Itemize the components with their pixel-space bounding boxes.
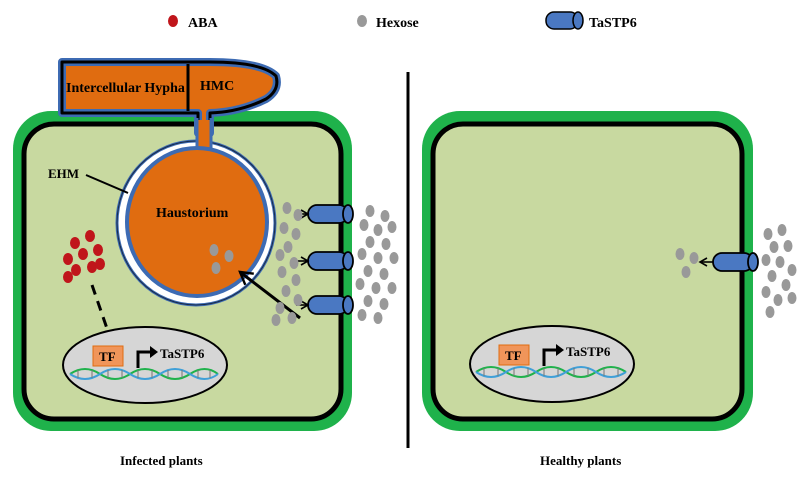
healthy-tf-box — [498, 344, 530, 366]
infected-outer-hexose — [355, 205, 399, 324]
haustorium-body — [125, 146, 269, 298]
healthy-outer-hexose — [761, 224, 797, 318]
healthy-nucleus: TF TaSTP6 — [469, 325, 635, 403]
ehm-label: EHM — [48, 166, 79, 181]
healthy-caption: Healthy plants — [540, 453, 621, 468]
infected-promoter-arrow — [136, 350, 152, 368]
hmc-label: HMC — [200, 79, 234, 94]
legend-hexose-label: Hexose — [376, 16, 419, 31]
healthy-gene-label: TaSTP6 — [566, 344, 611, 359]
legend-aba-label: ABA — [188, 16, 218, 31]
ehm-pointer — [85, 174, 129, 194]
infected-tf-box — [92, 345, 124, 367]
infected-inner-hexose — [271, 202, 303, 326]
healthy-promoter-arrow — [542, 348, 558, 366]
legend-transporter-icon — [545, 11, 584, 30]
aba-cluster — [63, 230, 105, 283]
infected-nucleus: TF TaSTP6 — [62, 326, 228, 404]
infected-transporters — [296, 204, 354, 315]
hypha-label: Intercellular Hypha — [66, 81, 185, 96]
hexose-uptake-arrow — [238, 270, 301, 320]
healthy-transporter — [698, 252, 759, 272]
infected-gene-label: TaSTP6 — [160, 346, 205, 361]
haustorium-label: Haustorium — [156, 206, 229, 221]
fungal-hypha-group: Intercellular Hypha HMC — [58, 58, 281, 137]
infected-caption: Infected plants — [120, 453, 203, 468]
legend-transporter-label: TaSTP6 — [589, 16, 637, 31]
transporter-2 — [307, 251, 354, 271]
healthy-inner-hexose — [675, 248, 699, 278]
legend-hexose-icon — [357, 15, 367, 27]
haustorium-group: Haustorium EHM — [48, 118, 277, 307]
legend: ABA Hexose TaSTP6 — [168, 11, 637, 31]
transporter-3 — [307, 295, 354, 315]
healthy-tf-label: TF — [505, 348, 522, 363]
legend-aba-icon — [168, 15, 178, 27]
infected-tf-label: TF — [99, 349, 116, 364]
transporter-1 — [307, 204, 354, 224]
